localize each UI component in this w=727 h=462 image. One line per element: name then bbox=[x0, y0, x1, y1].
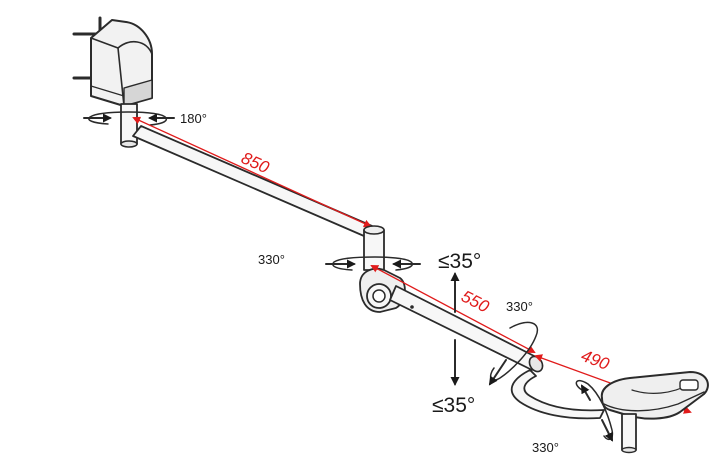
tilt-up-label: ≤35° bbox=[438, 250, 481, 273]
tilt-down-label: ≤35° bbox=[432, 394, 475, 417]
arm-3 bbox=[510, 369, 605, 420]
wall-mount-rotation-label: 180° bbox=[180, 111, 207, 126]
head-rotation-label: 330° bbox=[532, 440, 559, 455]
dimension-line-arm-1 bbox=[132, 116, 372, 228]
curved-rotation-arrow-icon bbox=[575, 379, 614, 442]
middle-joint-rotation-label: 330° bbox=[258, 252, 285, 267]
mount-shaft bbox=[120, 103, 138, 145]
arm-1 bbox=[132, 125, 373, 237]
lamp-head bbox=[600, 371, 709, 454]
dimension-line-arm-2 bbox=[370, 265, 536, 353]
curved-rotation-arrow-icon bbox=[488, 321, 539, 386]
arm-rotation-label: 330° bbox=[506, 299, 533, 314]
dimension-arm-3: 490 bbox=[579, 346, 613, 374]
lamp-handle bbox=[679, 379, 699, 391]
dimension-arm-2: 550 bbox=[458, 287, 492, 317]
